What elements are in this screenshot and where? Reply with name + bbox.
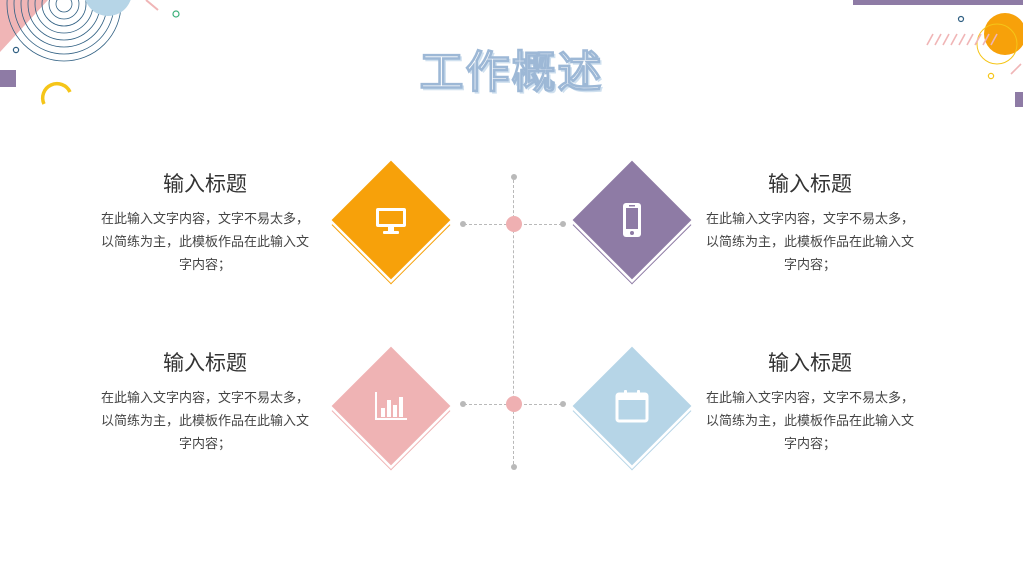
block-title: 输入标题 bbox=[163, 172, 247, 196]
calendar-icon bbox=[615, 390, 649, 423]
block-title: 输入标题 bbox=[163, 351, 247, 375]
block-title: 输入标题 bbox=[768, 172, 852, 196]
decor-top-right bbox=[853, 0, 1023, 107]
connector-dot-bottom-left bbox=[460, 401, 466, 407]
connector-dot-top-left bbox=[460, 221, 466, 227]
connector-node-bottom bbox=[506, 396, 522, 412]
smartphone-icon bbox=[623, 203, 641, 237]
text-block-bottom-right: 输入标题 在此输入文字内容，文字不易太多，以简练为主，此模板作品在此输入文字内容… bbox=[700, 347, 920, 456]
text-block-top-right: 输入标题 在此输入文字内容，文字不易太多，以简练为主，此模板作品在此输入文字内容… bbox=[700, 168, 920, 277]
connector-dot-top bbox=[511, 174, 517, 180]
diamond-monitor bbox=[331, 160, 451, 285]
block-title: 输入标题 bbox=[768, 351, 852, 375]
diamond-smartphone bbox=[572, 160, 692, 285]
diamond-bar-chart bbox=[331, 346, 451, 471]
connector-vertical-line bbox=[513, 180, 514, 464]
connector-node-top bbox=[506, 216, 522, 232]
block-text: 在此输入文字内容，文字不易太多，以简练为主，此模板作品在此输入文字内容； bbox=[705, 212, 914, 273]
decor-top-left bbox=[0, 0, 180, 105]
page-title: 工作概述 bbox=[419, 46, 604, 98]
block-text: 在此输入文字内容，文字不易太多，以简练为主，此模板作品在此输入文字内容； bbox=[705, 391, 914, 452]
block-text: 在此输入文字内容，文字不易太多，以简练为主，此模板作品在此输入文字内容； bbox=[100, 391, 309, 452]
connector-dot-top-right bbox=[560, 221, 566, 227]
bar-chart-icon bbox=[375, 392, 407, 420]
monitor-icon bbox=[376, 208, 406, 234]
connector-dot-bottom-right bbox=[560, 401, 566, 407]
text-block-bottom-left: 输入标题 在此输入文字内容，文字不易太多，以简练为主，此模板作品在此输入文字内容… bbox=[95, 347, 315, 456]
connector-dot-bottom bbox=[511, 464, 517, 470]
text-block-top-left: 输入标题 在此输入文字内容，文字不易太多，以简练为主，此模板作品在此输入文字内容… bbox=[95, 168, 315, 277]
block-text: 在此输入文字内容，文字不易太多，以简练为主，此模板作品在此输入文字内容； bbox=[100, 212, 309, 273]
diamond-calendar bbox=[572, 346, 692, 471]
